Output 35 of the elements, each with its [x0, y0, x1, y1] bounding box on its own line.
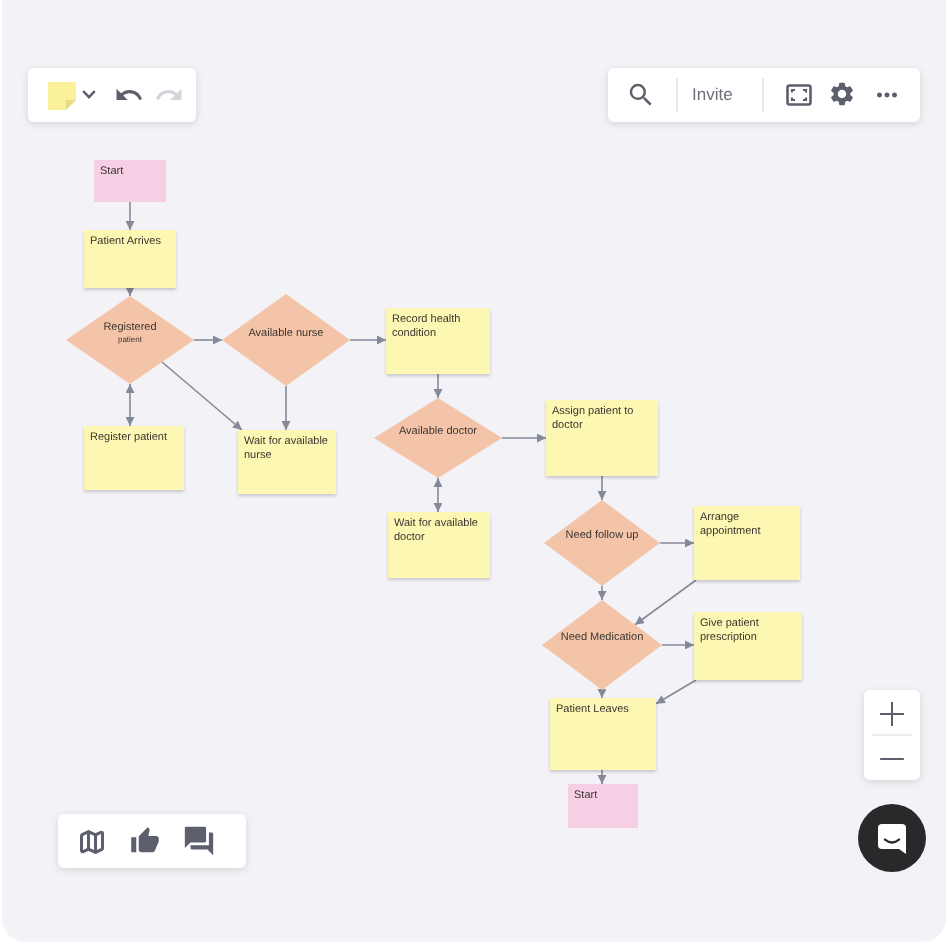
sticky-note: [388, 512, 490, 578]
sticky-note: [84, 230, 176, 288]
arrow: [433, 373, 443, 399]
sticky-note: [568, 784, 638, 828]
decision-diamond: [66, 296, 194, 384]
sticky-note: [386, 308, 490, 374]
decision-diamond: [542, 600, 662, 690]
arrow: [281, 385, 291, 431]
double-arrow: [433, 477, 443, 513]
decision-diamond: [544, 500, 660, 586]
sticky-note: [546, 400, 658, 476]
sticky-note: [84, 426, 184, 490]
double-arrow: [125, 383, 135, 427]
decision-diamond: [374, 398, 502, 478]
arrow: [161, 361, 243, 431]
sticky-note: [94, 160, 166, 202]
sticky-note: [694, 612, 802, 680]
arrow: [193, 335, 223, 345]
arrow: [501, 433, 547, 443]
arrow: [125, 287, 135, 297]
sticky-note: [550, 698, 656, 770]
arrow: [597, 688, 607, 699]
arrow: [634, 579, 697, 626]
arrow: [661, 640, 695, 650]
arrow: [597, 769, 607, 785]
arrow: [659, 538, 695, 548]
arrow: [655, 679, 697, 705]
decision-diamond: [222, 294, 350, 386]
arrow: [349, 335, 387, 345]
arrow: [597, 585, 607, 601]
invite-button: Invite: [690, 82, 735, 108]
sticky-note: [694, 506, 800, 580]
arrow: [125, 201, 135, 231]
arrow: [597, 475, 607, 501]
sticky-note: [238, 430, 336, 494]
